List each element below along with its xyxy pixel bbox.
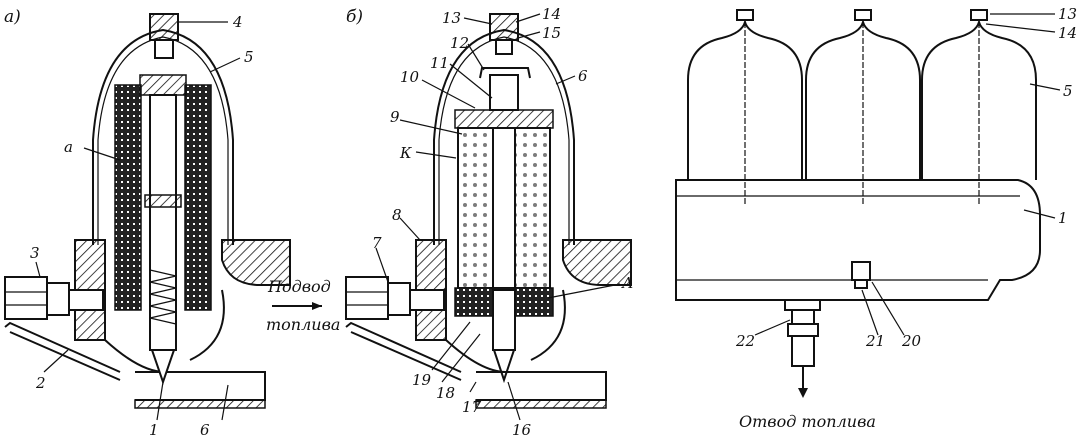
outlet-text: Отвод топлива <box>739 412 876 431</box>
label-b-11: 11 <box>430 54 449 72</box>
label-b-6: 6 <box>578 67 588 85</box>
label-b-18: 18 <box>436 384 455 402</box>
label-a-a: а <box>64 138 73 156</box>
label-a-6: 6 <box>200 421 210 439</box>
label-b-14: 14 <box>542 5 561 23</box>
label-b-12: 12 <box>450 34 469 52</box>
label-b-K: К <box>399 144 412 162</box>
filter-a-section <box>4 13 291 409</box>
label-b-10: 10 <box>400 68 420 86</box>
label-a-3: 3 <box>30 244 40 262</box>
label-b-17: 17 <box>462 398 482 416</box>
label-b-15: 15 <box>542 24 561 42</box>
label-c-20: 20 <box>901 332 922 350</box>
label-b-9: 9 <box>390 108 400 126</box>
label-c-13: 13 <box>1058 5 1077 23</box>
label-c-1: 1 <box>1058 209 1068 227</box>
label-a-4: 4 <box>232 13 243 31</box>
filter-b-section <box>345 13 632 409</box>
label-a-5: 5 <box>244 48 254 66</box>
label-c-14: 14 <box>1058 24 1077 42</box>
inlet-text-line1: Подвод <box>267 277 331 296</box>
label-b-A: А <box>621 274 633 292</box>
inlet-text-line2: топлива <box>266 315 340 334</box>
label-b-8: 8 <box>392 206 402 224</box>
label-b-16: 16 <box>512 421 532 439</box>
label-c-5: 5 <box>1063 82 1073 100</box>
filter-battery-view <box>675 9 1041 398</box>
label-b-13: 13 <box>442 9 461 27</box>
label-b-7: 7 <box>372 234 382 252</box>
label-a-2: 2 <box>35 374 46 392</box>
label-c-22: 22 <box>735 332 755 350</box>
label-b-19: 19 <box>412 371 432 389</box>
label-a-1: 1 <box>149 421 159 439</box>
panel-a-label: а) <box>4 7 21 27</box>
panel-b-label: б) <box>346 7 363 27</box>
label-c-21: 21 <box>865 332 885 350</box>
